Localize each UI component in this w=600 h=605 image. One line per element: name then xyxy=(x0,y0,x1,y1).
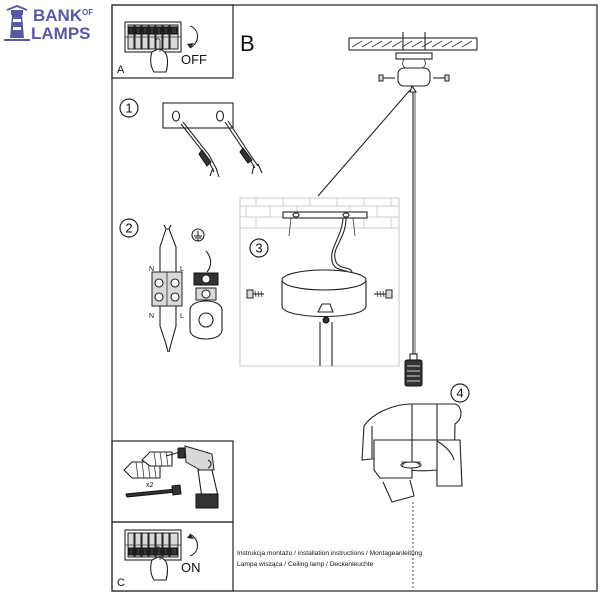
brand-line1: BANK xyxy=(33,6,83,25)
panel-c-letter: C xyxy=(117,577,125,589)
tools-panel: x2 xyxy=(111,440,234,523)
step-1: 1 xyxy=(119,98,263,178)
brand-of: OF xyxy=(82,8,93,17)
screw-icon xyxy=(246,289,264,299)
ground-terminal xyxy=(189,250,223,340)
panel-c-state: ON xyxy=(181,560,201,575)
terminal-l-top: L xyxy=(180,266,184,273)
earth-ground-icon xyxy=(191,228,205,242)
drill-icon xyxy=(165,445,219,509)
step-4-marker xyxy=(450,383,470,403)
step-3-marker xyxy=(249,238,269,258)
panel-a-frame xyxy=(111,4,234,79)
wall-plug-icon xyxy=(123,451,173,479)
panel-a-letter: A xyxy=(117,64,125,76)
terminal-l-bottom: L xyxy=(180,313,184,320)
main-frame xyxy=(111,4,598,592)
caption-line2: Lampa wisząca / Ceiling lamp / Deckenleu… xyxy=(237,561,374,568)
caption-line1: Instrukcja montażu / installation instru… xyxy=(237,550,422,557)
lamp-socket xyxy=(404,353,423,387)
screw-icon xyxy=(374,289,393,299)
step-4-number: 4 xyxy=(456,386,463,401)
screw-icon xyxy=(125,484,182,498)
hand-icon xyxy=(150,546,169,581)
ceiling-canopy xyxy=(397,67,431,87)
step-2: 2 N L N L xyxy=(119,218,223,353)
switch-off-arrow xyxy=(189,25,199,49)
panel-c-frame xyxy=(111,521,234,592)
anchor-quantity: x2 xyxy=(146,482,154,489)
terminal-n-top: N xyxy=(149,266,154,273)
ceiling-plate xyxy=(348,37,478,51)
ceiling-mount xyxy=(348,32,478,93)
step-3-number: 3 xyxy=(255,241,262,256)
screw-icon xyxy=(433,74,450,82)
step-1-marker xyxy=(119,98,139,118)
terminal-block: N L N L xyxy=(149,224,184,353)
panel-a: A OFF xyxy=(111,4,234,79)
step-2-number: 2 xyxy=(125,221,132,236)
terminal-n-bottom: N xyxy=(149,313,154,320)
detail-leader xyxy=(317,89,411,197)
step-1-number: 1 xyxy=(125,101,132,116)
hand-icon xyxy=(150,38,169,73)
panel-b-letter: B xyxy=(240,31,255,56)
step-3: 3 xyxy=(239,89,411,367)
brand-line2: LAMPS xyxy=(31,24,91,43)
switch-on-arrow xyxy=(189,533,199,557)
detail-3-canopy xyxy=(281,269,367,366)
lampshade xyxy=(361,403,463,503)
brand-logo: BANK OF LAMPS xyxy=(4,4,93,43)
switchboard-icon xyxy=(124,529,182,561)
switchboard-icon xyxy=(124,21,182,53)
screw-icon xyxy=(378,74,395,82)
panel-a-state: OFF xyxy=(181,52,207,67)
lighthouse-icon xyxy=(4,4,30,41)
step-2-marker xyxy=(119,218,139,238)
detail-3-bracket xyxy=(282,211,368,219)
panel-c: C ON xyxy=(111,521,234,592)
sheet-caption: Instrukcja montażu / installation instru… xyxy=(237,550,422,568)
